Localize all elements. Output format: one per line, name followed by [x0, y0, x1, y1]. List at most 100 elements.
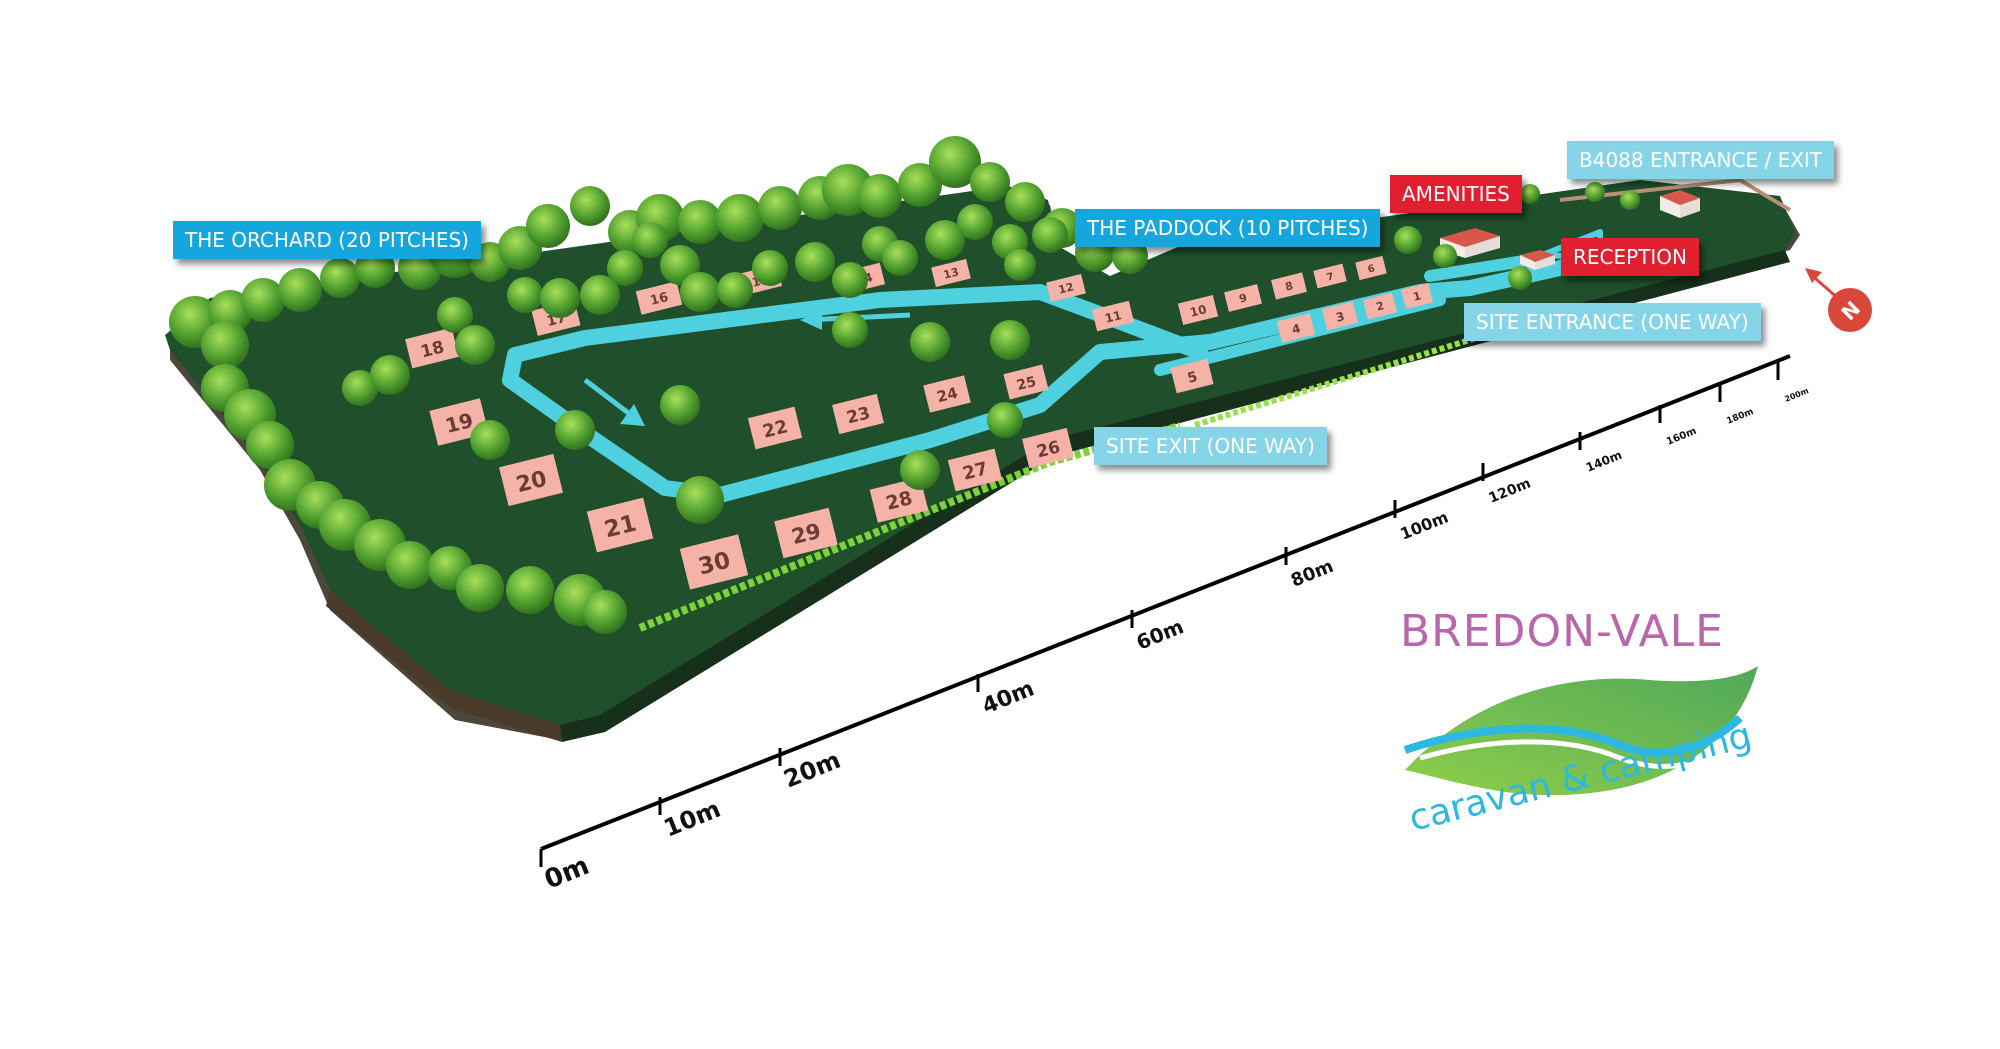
tree-icon [370, 355, 410, 395]
pitch: 23 [832, 393, 884, 435]
pitch: 1 [1400, 282, 1434, 310]
tree-icon [437, 297, 473, 333]
tree-icon [832, 312, 868, 348]
pitch: 20 [498, 453, 564, 507]
tree-icon [455, 325, 495, 365]
pitch: 8 [1271, 272, 1307, 300]
paddock-label: THE PADDOCK (10 PITCHES) [1075, 209, 1381, 247]
tree-icon [470, 420, 510, 460]
pitch-plot [1321, 301, 1359, 331]
pitch-plot [923, 375, 971, 413]
tree-icon [1585, 182, 1605, 202]
direction-arrow-head [800, 310, 822, 330]
orchard-label: THE ORCHARD (20 PITCHES) [173, 221, 481, 259]
tree-icon [246, 421, 294, 469]
pitch-plot [635, 281, 683, 315]
building-reception [1520, 250, 1555, 270]
pitch-number: 2 [1375, 299, 1386, 313]
pitch-plot [586, 497, 654, 553]
pitch-plot [405, 327, 459, 369]
tree-icon [1394, 226, 1422, 254]
pitch: 25 [1003, 364, 1049, 400]
pitch-number: 12 [1057, 280, 1075, 296]
pitch-number: 7 [1326, 271, 1335, 283]
tree-icon [1112, 238, 1148, 274]
pitch: 2 [1363, 292, 1397, 320]
pitch-plot [1046, 273, 1086, 303]
pitch: 22 [747, 406, 803, 450]
pitch-number: 1 [1412, 289, 1423, 303]
tree-icon [1620, 190, 1640, 210]
tree-icon [990, 320, 1030, 360]
tree-icon [795, 242, 835, 282]
tree-icon [1032, 217, 1068, 253]
tree-icon [1004, 249, 1036, 281]
tree-icon [970, 162, 1010, 202]
tree-icon [925, 220, 965, 260]
pitch-number: 11 [1103, 308, 1123, 326]
tree-icon [507, 277, 543, 313]
pitch-plot [1224, 284, 1262, 312]
pitch-number: 25 [1015, 374, 1038, 394]
pitch-number: 24 [935, 384, 960, 407]
pitch: 10 [1177, 294, 1219, 326]
tree-icon [580, 275, 620, 315]
pitch: 7 [1313, 263, 1347, 289]
pitch-number: 5 [1186, 369, 1199, 387]
pitch: 26 [1022, 427, 1074, 469]
tree-icon [540, 278, 580, 318]
pitch: 13 [931, 258, 971, 288]
pitch-number: 8 [1284, 279, 1295, 293]
compass-icon: N [1805, 268, 1872, 332]
tree-icon [678, 200, 722, 244]
scale-label: 200m [1783, 386, 1810, 404]
tree-icon [320, 258, 360, 298]
tree-icon [583, 590, 627, 634]
tree-icon [241, 278, 285, 322]
logo-title: BREDON-VALE [1400, 606, 1724, 657]
pitch-plot [1355, 255, 1387, 281]
scale-label: 160m [1665, 426, 1698, 448]
pitch: 11 [1091, 300, 1135, 332]
site-entrance-label: SITE ENTRANCE (ONE WAY) [1464, 303, 1761, 341]
pitch-plot [1276, 313, 1316, 343]
scale-label: 60m [1133, 614, 1187, 654]
tree-icon [987, 402, 1023, 438]
pitch-plot [1170, 358, 1214, 394]
reception-label: RECEPTION [1561, 238, 1700, 276]
pitch-number: 9 [1238, 291, 1249, 305]
tree-icon [570, 186, 610, 226]
tree-icon [632, 222, 668, 258]
pitch-plot [1022, 427, 1074, 469]
tree-icon [1433, 244, 1457, 268]
pitch: 30 [679, 534, 749, 590]
tree-icon [342, 370, 378, 406]
tree-icon [910, 322, 950, 362]
pitch: 16 [635, 281, 683, 315]
tree-icon [555, 410, 595, 450]
pitch: 18 [405, 327, 459, 369]
tree-icon [660, 385, 700, 425]
road-access-label: B4088 ENTRANCE / EXIT [1567, 141, 1835, 179]
pitch-plot [747, 406, 803, 450]
scale-label: 40m [979, 676, 1038, 719]
pitch-number: 10 [1188, 302, 1208, 320]
tree-icon [201, 321, 249, 369]
pitch-plot [931, 258, 971, 288]
direction-arrow-head [620, 404, 645, 426]
pitch: 21 [586, 497, 654, 553]
tree-icon [858, 174, 902, 218]
tree-icon [716, 194, 764, 242]
tree-icon [957, 204, 993, 240]
site-exit-label: SITE EXIT (ONE WAY) [1094, 427, 1327, 465]
tree-icon [676, 476, 724, 524]
pitch-plot [1400, 282, 1434, 310]
pitch-number: 4 [1290, 321, 1301, 337]
pitch: 24 [923, 375, 971, 413]
tree-icon [506, 566, 554, 614]
tree-icon [758, 186, 802, 230]
scale-label: 0m [540, 851, 593, 896]
pitch: 5 [1170, 358, 1214, 394]
tree-icon [1005, 182, 1045, 222]
tree-icon [717, 272, 753, 308]
